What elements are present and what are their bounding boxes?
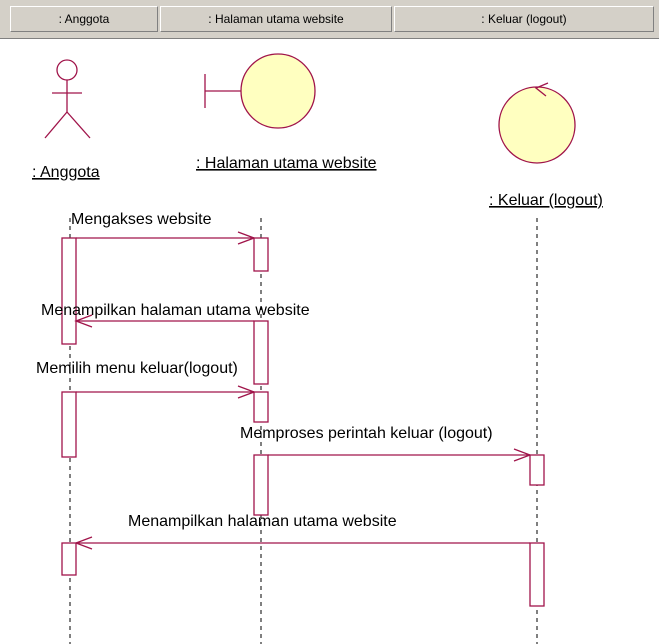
activation-halaman-3 [253,391,269,423]
activation-anggota-1 [61,237,77,345]
actor-anggota-icon[interactable] [44,59,91,139]
message-arrow-4[interactable] [268,448,532,462]
boundary-icon[interactable] [204,53,316,129]
column-header-keluar[interactable]: : Keluar (logout) [394,6,654,32]
column-header-bar: : Anggota : Halaman utama website : Kelu… [0,0,659,39]
activation-halaman-2 [253,320,269,385]
activation-keluar-2 [529,542,545,607]
activation-anggota-3 [61,542,77,576]
column-header-anggota[interactable]: : Anggota [10,6,158,32]
activation-anggota-2 [61,391,77,458]
actor-anggota-label: : Anggota [32,164,100,181]
message-arrow-5[interactable] [74,536,530,550]
boundary-label: : Halaman utama website [196,155,377,172]
message-arrow-1[interactable] [76,231,256,245]
message-arrow-2[interactable] [74,314,254,328]
message-label-3: Memilih menu keluar(logout) [36,360,238,377]
message-label-1: Mengakses website [71,211,212,228]
activation-keluar-1 [529,454,545,486]
activation-halaman-4 [253,454,269,516]
control-icon[interactable] [498,82,576,164]
message-label-5: Menampilkan halaman utama website [128,513,397,530]
column-header-halaman-utama[interactable]: : Halaman utama website [160,6,392,32]
control-label: : Keluar (logout) [489,192,603,209]
message-label-2: Menampilkan halaman utama website [41,302,310,319]
message-label-4: Memproses perintah keluar (logout) [240,425,493,442]
message-arrow-3[interactable] [76,385,256,399]
activation-halaman-1 [253,237,269,272]
